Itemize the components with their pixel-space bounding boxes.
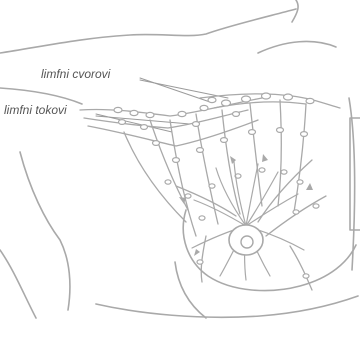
lymph-node <box>153 141 160 146</box>
lymph-node <box>165 180 171 184</box>
lymph-node <box>199 216 205 220</box>
lymph-node <box>233 112 240 117</box>
lymph-vessel <box>278 100 281 206</box>
lymph-node <box>281 170 287 174</box>
lymph-node-cluster <box>114 93 319 278</box>
neck-outline <box>292 0 298 22</box>
lymph-node <box>173 158 180 163</box>
lymph-node <box>208 97 216 102</box>
lymph-node <box>297 180 303 184</box>
arrow-icon <box>194 249 200 256</box>
arrow-icon <box>262 154 268 162</box>
label-pointers <box>96 78 228 132</box>
arrow-icon <box>230 156 236 164</box>
lymph-node <box>178 111 186 116</box>
lymph-node <box>200 105 208 110</box>
lymph-node <box>262 93 271 99</box>
lymph-node <box>277 128 284 133</box>
lymph-node <box>313 204 319 208</box>
lymph-node <box>249 130 256 135</box>
lymph-node <box>301 132 308 137</box>
lymph-vessel <box>222 110 240 214</box>
lymph-node <box>193 122 200 127</box>
lymph-vessel <box>250 104 262 206</box>
nodes-pointer-line <box>140 80 228 98</box>
lymph-vessel <box>150 120 188 210</box>
lymph-node <box>119 120 126 125</box>
lymph-node <box>284 94 293 100</box>
lymph-node <box>197 260 203 264</box>
gland-lobe <box>246 194 298 226</box>
arm-upper-outline <box>0 9 296 53</box>
nipple <box>241 236 253 248</box>
body-outline <box>0 0 360 318</box>
lymph-node <box>222 100 231 106</box>
lymph-node <box>242 96 251 102</box>
gland-lobe <box>194 200 246 226</box>
vessels-pointer-line <box>96 116 190 124</box>
lymph-node <box>209 184 215 188</box>
lymph-vessel <box>196 114 218 224</box>
lymph-node <box>197 148 204 153</box>
lower-breast-outline <box>96 296 358 317</box>
lymph-node <box>303 274 309 278</box>
lymph-node <box>130 110 138 115</box>
lymph-node <box>185 194 191 198</box>
lymph-vessels-label: limfni tokovi <box>4 104 67 116</box>
lymph-node <box>221 138 228 143</box>
lymph-node <box>141 125 148 130</box>
arm-lower-outline <box>0 88 82 104</box>
lymph-node <box>306 98 314 103</box>
arrow-icon <box>306 183 313 190</box>
flank-outline <box>0 250 36 318</box>
lymph-vessel <box>290 246 312 290</box>
side-torso-outline <box>20 152 70 310</box>
lymph-node <box>259 168 265 172</box>
nipple-areola <box>229 225 263 255</box>
breast-contour <box>183 210 356 291</box>
lymph-node <box>146 112 154 117</box>
lymph-node <box>293 210 299 214</box>
lymph-nodes-label: limfni cvorovi <box>41 68 110 80</box>
lymph-node <box>114 107 122 112</box>
shoulder-outline <box>258 41 336 53</box>
